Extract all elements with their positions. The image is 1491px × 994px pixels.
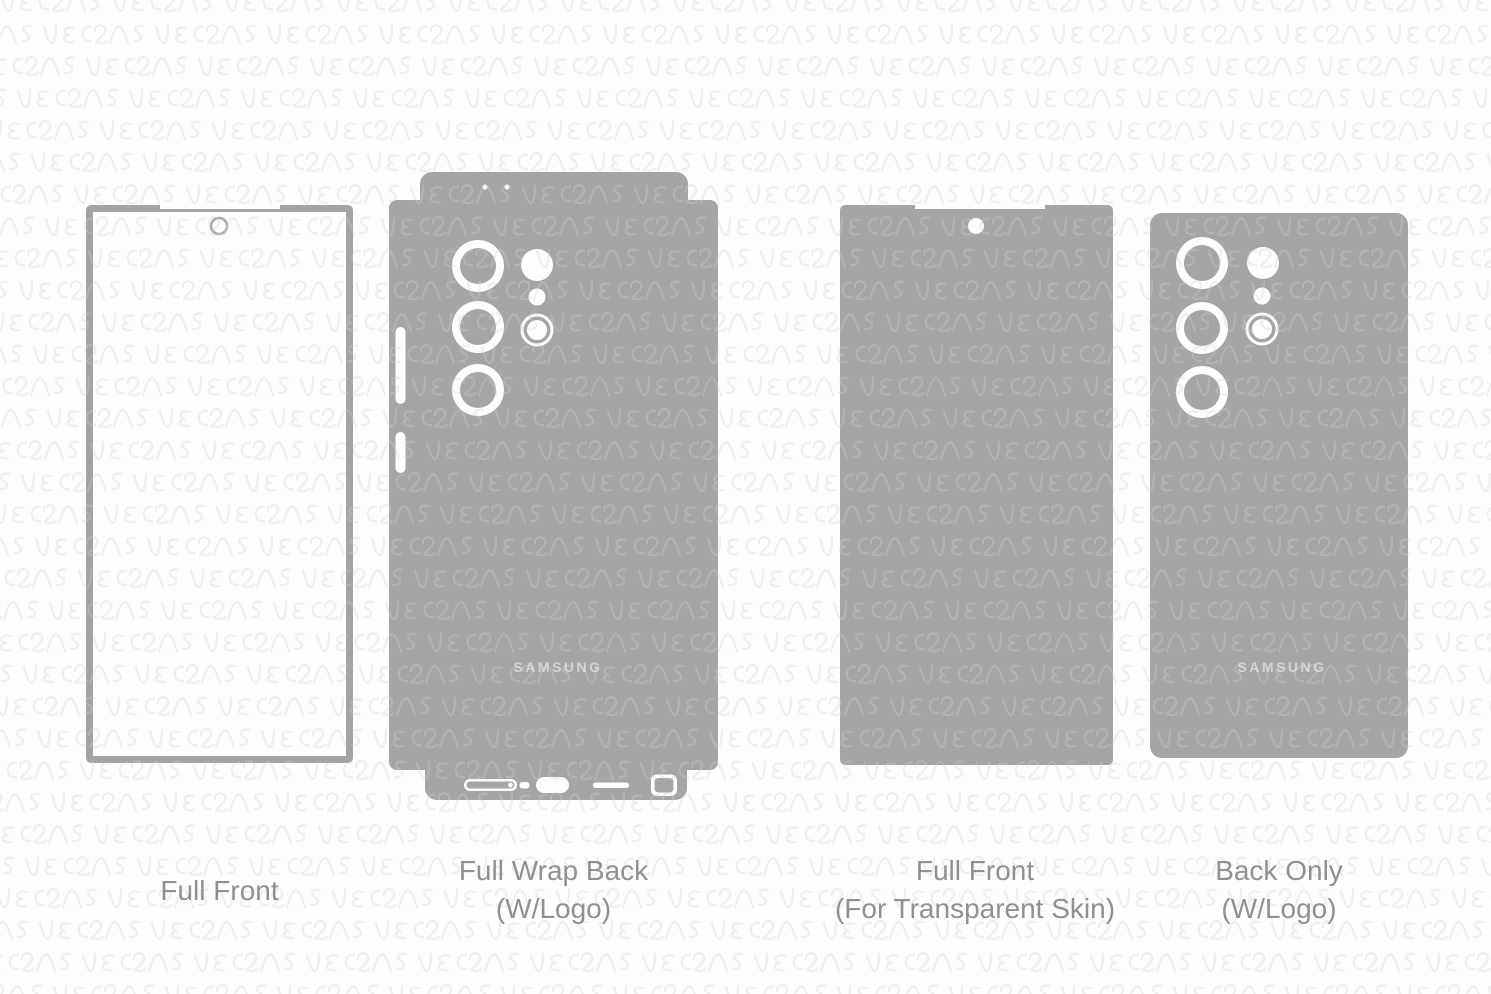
caption-back-only: Back Only (W/Logo): [1150, 852, 1408, 928]
caption-full-wrap-back: Full Wrap Back (W/Logo): [389, 852, 718, 928]
caption-line: (W/Logo): [495, 893, 612, 924]
caption-line: Full Front: [160, 875, 279, 906]
caption-line: (W/Logo): [1221, 893, 1337, 924]
caption-line: Full Front: [915, 855, 1035, 886]
caption-line: (For Transparent Skin): [834, 893, 1116, 924]
caption-line: Back Only: [1215, 855, 1343, 886]
caption-line: Full Wrap Back: [458, 855, 649, 886]
caption-full-front: Full Front: [86, 872, 353, 910]
caption-full-front-transparent: Full Front (For Transparent Skin): [775, 852, 1175, 928]
